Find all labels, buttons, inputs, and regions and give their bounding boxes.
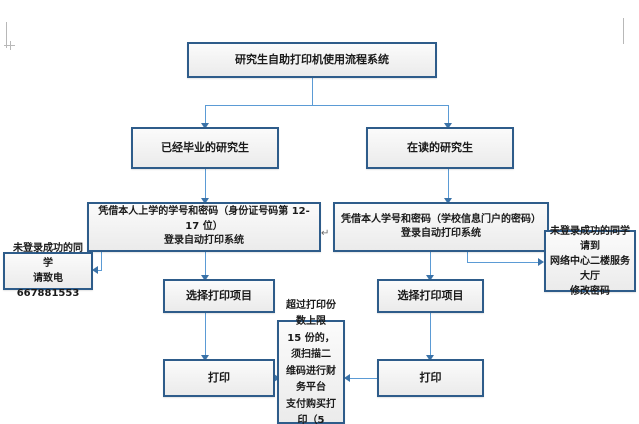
crop-mark-left-vertical (6, 22, 7, 48)
crop-mark-left-horizontal (4, 45, 15, 46)
connector-login-left-to-note (96, 270, 102, 271)
connector-login-right-note-stem (467, 250, 468, 262)
connector-to-branch-right (448, 105, 449, 125)
arrow-to-branch-right (444, 123, 452, 129)
node-login-graduated[interactable]: 凭借本人上学的学号和密码（身份证号码第 12-17 位） 登录自动打印系统 (87, 202, 321, 252)
arrow-login-left-to-select (201, 275, 209, 281)
arrow-print-right-to-note (344, 374, 350, 382)
node-note-phone[interactable]: 未登录成功的同学 请致电 667881553 (3, 243, 93, 299)
node-branch-graduated[interactable]: 已经毕业的研究生 (131, 127, 279, 169)
connector-to-branch-left (205, 105, 206, 125)
connector-login-left-to-select (205, 252, 206, 277)
arrow-login-right-to-select (426, 275, 434, 281)
node-branch-graduated-label: 已经毕业的研究生 (161, 141, 249, 155)
node-login-current[interactable]: 凭借本人学号和密码（学校信息门户的密码） 登录自动打印系统 (333, 202, 549, 252)
connector-branch-right-to-login (448, 168, 449, 200)
connector-split-horizontal (205, 105, 448, 106)
arrow-login-right-to-note (538, 258, 544, 266)
node-branch-current-label: 在读的研究生 (407, 141, 473, 155)
arrow-login-left-to-note (92, 266, 98, 274)
arrow-select-right-to-print (426, 355, 434, 361)
node-select-print-item-left-label: 选择打印项目 (186, 289, 252, 303)
connector-branch-left-to-login (205, 168, 206, 200)
node-note-phone-label: 未登录成功的同学 请致电 667881553 (13, 243, 83, 299)
connector-login-right-to-note (467, 262, 540, 263)
connector-print-right-to-note (347, 378, 377, 379)
node-select-print-item-right[interactable]: 选择打印项目 (377, 279, 484, 313)
connector-login-right-to-select (430, 252, 431, 277)
node-note-service-hall-label: 未登录成功的同学请到 网络中心二楼服务大厅 修改密码 (550, 225, 630, 297)
node-select-print-item-left[interactable]: 选择打印项目 (163, 279, 275, 313)
node-note-over-quota-payment-label: 超过打印份数上限 15 份的，须扫描二 维码进行财务平台 支付购买打印（5 元/… (286, 299, 336, 424)
crop-mark-right-vertical (623, 18, 624, 44)
node-note-over-quota-payment[interactable]: 超过打印份数上限 15 份的，须扫描二 维码进行财务平台 支付购买打印（5 元/… (277, 300, 345, 424)
arrow-select-left-to-print (201, 355, 209, 361)
crop-mark-left-vertical-lower (10, 41, 11, 50)
node-note-service-hall[interactable]: 未登录成功的同学请到 网络中心二楼服务大厅 修改密码 (544, 226, 636, 297)
node-print-left-label: 打印 (208, 371, 230, 385)
connector-root-stem (312, 76, 313, 105)
arrow-to-branch-left (201, 123, 209, 129)
node-root-title-label: 研究生自助打印机使用流程系统 (235, 53, 389, 67)
arrow-branch-right-to-login (444, 198, 452, 204)
node-branch-current[interactable]: 在读的研究生 (366, 127, 514, 169)
node-root-title[interactable]: 研究生自助打印机使用流程系统 (187, 42, 437, 78)
node-select-print-item-right-label: 选择打印项目 (397, 289, 464, 303)
node-print-left[interactable]: 打印 (163, 359, 275, 397)
node-print-right-label: 打印 (419, 371, 442, 385)
node-login-current-label: 凭借本人学号和密码（学校信息门户的密码） 登录自动打印系统 (341, 213, 541, 240)
paragraph-return-mark: ↵ (321, 228, 330, 239)
arrow-branch-left-to-login (201, 198, 209, 204)
connector-select-right-to-print (430, 313, 431, 357)
node-login-graduated-label: 凭借本人上学的学号和密码（身份证号码第 12-17 位） 登录自动打印系统 (98, 206, 310, 247)
connector-select-left-to-print (205, 313, 206, 357)
node-print-right[interactable]: 打印 (377, 359, 484, 397)
